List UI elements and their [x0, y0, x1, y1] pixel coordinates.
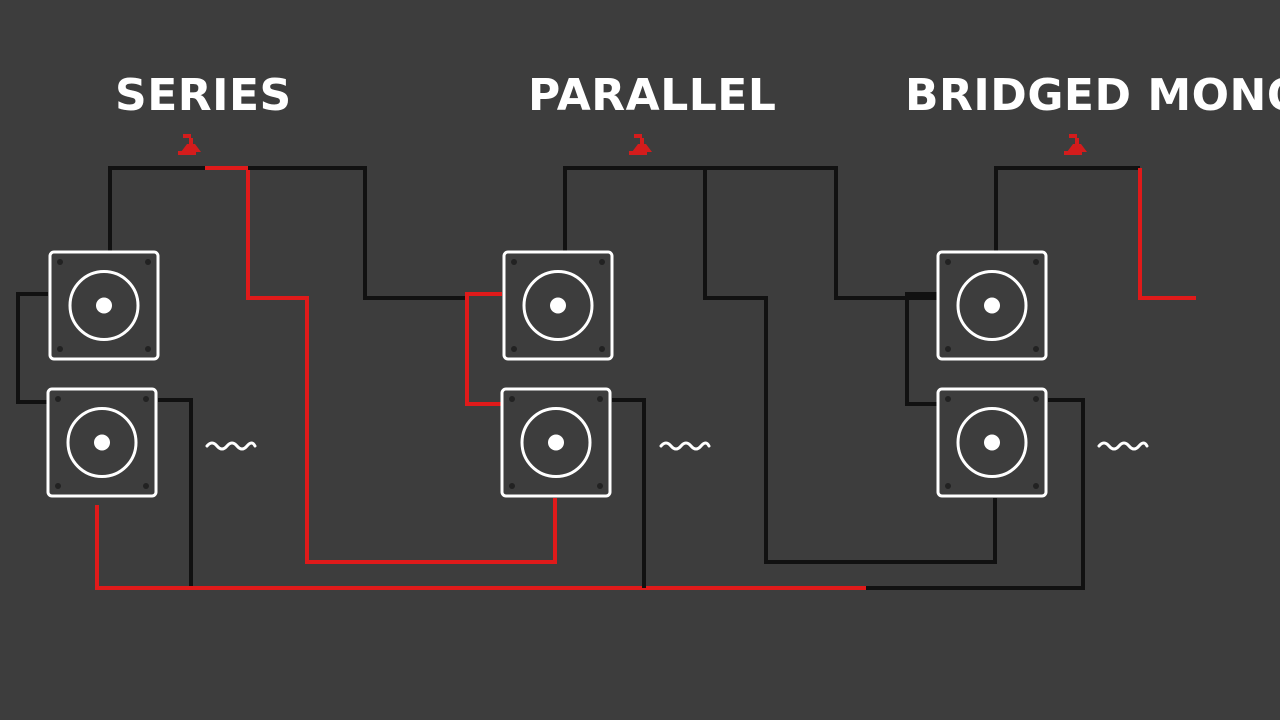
bridged-red-wire: [1138, 168, 1196, 300]
bridged-wiring: [866, 166, 1196, 590]
parallel-title: PARALLEL: [528, 70, 777, 121]
series-black-wire-loop: [16, 292, 48, 404]
signal-wave-icon: [205, 441, 257, 451]
parallel-black-wire-right: [612, 398, 646, 588]
bridged-black-wire-right: [866, 398, 1085, 590]
speaker-icon: [936, 250, 1048, 361]
bridged-black-wire-loop: [905, 292, 938, 406]
amp-terminal-icon: [178, 134, 201, 155]
speaker-icon: [936, 387, 1048, 498]
amp-terminal-icon: [1064, 134, 1087, 155]
parallel-red-wire-loop: [465, 292, 502, 406]
speaker-icon: [502, 250, 614, 361]
parallel-black-wire-mid: [703, 168, 997, 564]
parallel-wiring: [465, 166, 997, 588]
signal-wave-icon: [659, 441, 711, 451]
series-title: SERIES: [115, 70, 292, 121]
amp-terminal-icon: [629, 134, 652, 155]
signal-wave-icon: [1097, 441, 1149, 451]
series-red-wire-bottom: [95, 505, 866, 590]
bridged-mono-title: BRIDGED MONO: [905, 70, 1280, 121]
series-wiring: [16, 166, 866, 590]
series-black-wire-right: [158, 398, 193, 588]
speaker-icon: [46, 387, 158, 498]
speaker-icon: [500, 387, 612, 498]
speaker-icon: [48, 250, 160, 361]
series-black-wire-top: [108, 166, 205, 252]
parallel-black-wire-top: [563, 166, 938, 300]
speakers: [46, 250, 1048, 498]
series-red-wire-top: [205, 166, 557, 564]
series-black-wire-link: [248, 166, 467, 300]
bridged-black-wire-top: [994, 166, 1140, 252]
